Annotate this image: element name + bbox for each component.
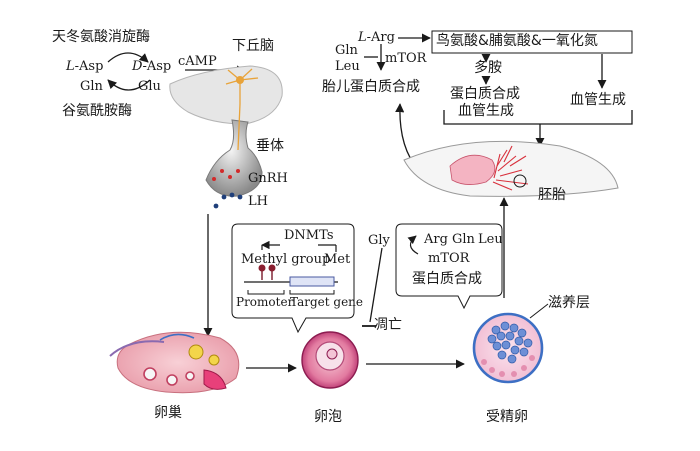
follicle-label: 卵泡 (314, 409, 342, 425)
oocyte-protein-synthesis-label: 蛋白质合成 (412, 271, 482, 287)
gln-label: Gln (80, 79, 103, 94)
protein-synthesis-label: 蛋白质合成 (450, 86, 520, 102)
metabolites-label: 鸟氨酸&脯氨酸&一氧化氮 (436, 33, 598, 49)
ovary-illustration (109, 331, 240, 394)
fertilized-egg-label: 受精卵 (486, 409, 528, 425)
l-arg-suffix: -Arg (366, 30, 395, 45)
promoter-label: Promoter (236, 295, 294, 309)
angiogenesis-label-right: 血管生成 (570, 92, 626, 108)
l-asp-label: L-Asp (66, 60, 103, 73)
aspartate-racemase-label: 天冬氨酸消旋酶 (52, 29, 150, 45)
gly-inhibition (362, 247, 383, 327)
arg-leu-label: Leu (335, 59, 360, 74)
polyamines-label: 多胺 (474, 60, 502, 76)
target-gene-label: Target gene (290, 295, 363, 309)
gly-label: Gly (368, 233, 390, 248)
pituitary-label: 垂体 (256, 138, 284, 154)
methyl-group-label: Methyl group (241, 252, 331, 267)
d-asp-label: D-Asp (132, 60, 171, 73)
l-asp-stereo-prefix: L (66, 59, 75, 74)
mtor-callout (395, 223, 503, 310)
l-arg-stereo-prefix: L (358, 30, 367, 45)
ovary-label: 卵巢 (154, 405, 182, 421)
fetal-protein-synthesis-label: 胎儿蛋白质合成 (322, 79, 420, 95)
arg-gln-label: Gln (335, 43, 358, 58)
met-label: Met (324, 252, 351, 267)
hypothalamus-pituitary-illustration (169, 65, 283, 197)
epigenetic-callout (231, 223, 355, 334)
glu-label: Glu (138, 79, 161, 94)
d-asp-suffix: -Asp (142, 59, 172, 74)
arg-mtor-label: mTOR (385, 51, 427, 66)
dnmts-label: DNMTs (284, 228, 334, 243)
blastocyst-illustration (472, 303, 549, 384)
embryo-label: 胚胎 (538, 187, 566, 203)
lh-dots (213, 192, 243, 209)
angiogenesis-label-left: 血管生成 (458, 103, 514, 119)
lh-label: LH (248, 194, 268, 209)
glutaminase-label: 谷氨酰胺酶 (62, 103, 132, 119)
gnrh-label: GnRH (248, 171, 288, 186)
embryo-placenta-illustration (403, 140, 619, 197)
trophoblast-label: 滋养层 (548, 295, 590, 311)
oocyte-gln-label: Gln (452, 232, 475, 247)
oocyte-leu-label: Leu (478, 232, 503, 247)
l-arg-label: L-Arg (358, 31, 395, 44)
camp-label: cAMP (178, 54, 217, 69)
hypothalamus-label: 下丘脑 (232, 38, 274, 54)
follicle-illustration (301, 331, 359, 389)
d-asp-stereo-prefix: D (132, 59, 143, 74)
apoptosis-label: 凋亡 (374, 317, 402, 333)
l-asp-suffix: -Asp (74, 59, 104, 74)
oocyte-mtor-label: mTOR (428, 251, 470, 266)
oocyte-arg-label: Arg (424, 232, 448, 247)
